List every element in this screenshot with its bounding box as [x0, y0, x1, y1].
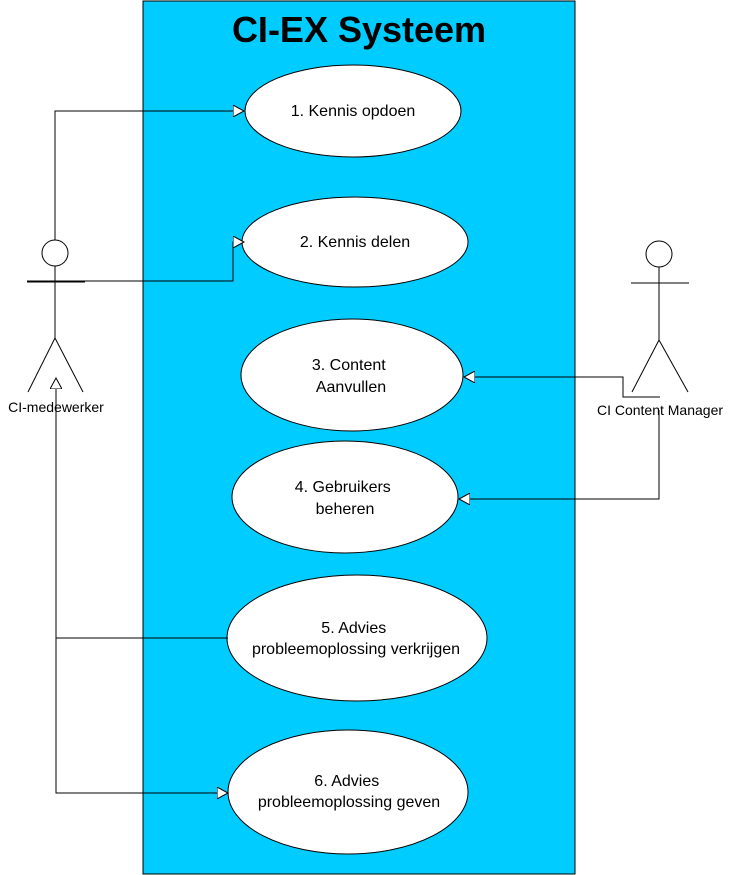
use-case-3-line-1: 3. Content [312, 357, 386, 374]
use-case-1-label: 1. Kennis opdoen [291, 103, 416, 120]
use-case-3[interactable] [240, 318, 464, 432]
actor-ci-content-manager-leg-right [658, 339, 689, 393]
actor-ci-medewerker[interactable] [27, 239, 85, 393]
use-case-5[interactable] [226, 574, 488, 702]
use-case-6-label: 6. Advies probleemoplossing geven [258, 773, 440, 811]
actor-ci-content-manager-label: CI Content Manager [597, 402, 723, 418]
connector-medewerker-to-uc1 [54, 111, 244, 240]
use-case-6-line-1: 6. Advies [314, 773, 379, 790]
actor-ci-content-manager-leg-left [631, 339, 660, 393]
use-case-6-line-2: probleemoplossing geven [258, 794, 440, 811]
use-case-1[interactable] [244, 64, 462, 158]
use-case-4-label: 4. Gebruikers beheren [295, 479, 396, 518]
actor-ci-medewerker-head [41, 239, 69, 267]
use-case-6[interactable] [227, 729, 469, 855]
connector-manager-to-uc3 [464, 377, 660, 398]
actor-ci-content-manager-head [645, 240, 673, 268]
use-case-5-line-2: probleemoplossing verkrijgen [252, 641, 460, 658]
connector-medewerker-to-uc2 [27, 242, 244, 282]
system-title: CI-EX Systeem [232, 9, 486, 50]
connector-medewerker-to-uc6 [55, 638, 228, 793]
actor-ci-medewerker-leg-right [54, 337, 84, 393]
use-case-5-label: 5. Advies probleemoplossing verkrijgen [252, 620, 460, 658]
use-case-4-line-2: beheren [316, 501, 375, 518]
use-case-4[interactable] [231, 440, 459, 554]
actor-ci-content-manager[interactable] [631, 240, 689, 393]
use-case-3-line-2: Aanvullen [316, 379, 386, 396]
connector-manager-to-uc4 [459, 410, 660, 499]
use-case-5-line-1: 5. Advies [321, 620, 386, 637]
use-case-4-line-1: 4. Gebruikers [295, 479, 391, 496]
use-case-2-label: 2. Kennis delen [300, 234, 410, 251]
use-case-2-line-1: 2. Kennis delen [300, 234, 410, 251]
actor-ci-medewerker-label: CI-medewerker [8, 399, 104, 415]
actor-ci-medewerker-leg-left [27, 337, 56, 393]
use-case-3-label: 3. Content Aanvullen [312, 357, 390, 396]
use-case-1-line-1: 1. Kennis opdoen [291, 103, 416, 120]
